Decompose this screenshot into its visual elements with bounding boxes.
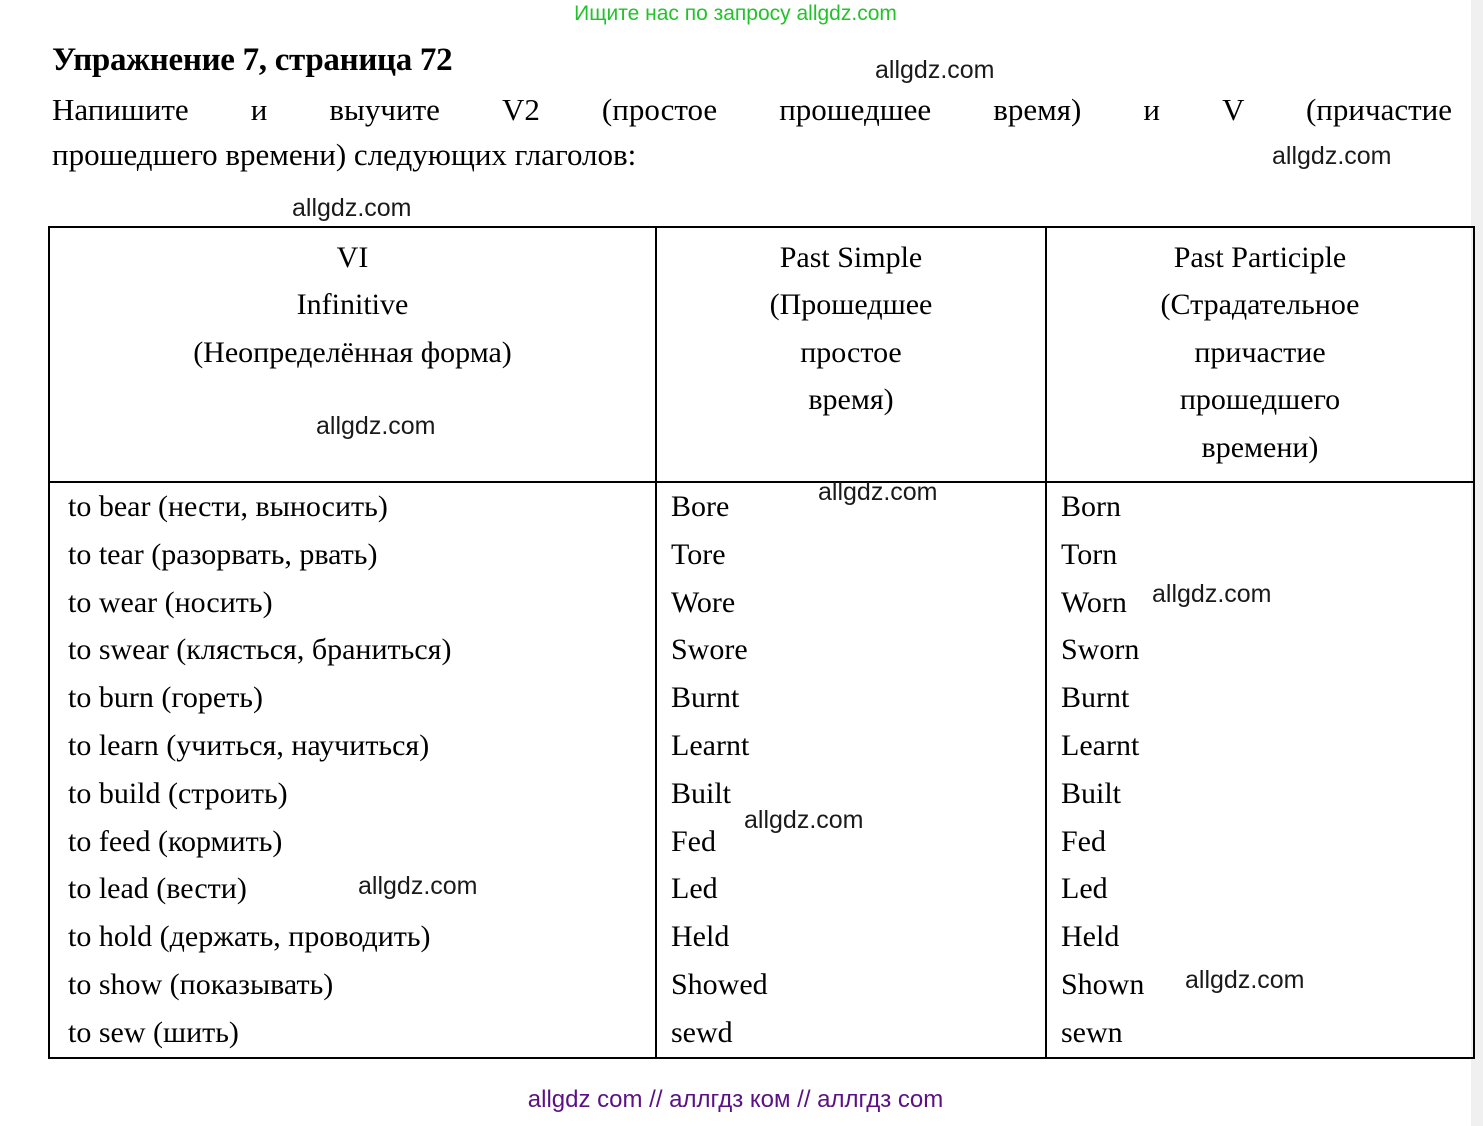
header-line: Past Participle <box>1173 241 1347 274</box>
verb-past-participle: Worn <box>1061 585 1127 619</box>
verb-past-participle: Led <box>1061 872 1108 906</box>
table-body: to bear (нести, выносить) to tear (разорв… <box>48 480 1475 1059</box>
verb-past-participle: Born <box>1061 489 1121 523</box>
verb-infinitive: to hold (держать, проводить) <box>68 920 431 954</box>
verb-past-simple: Showed <box>671 967 768 1001</box>
verb-infinitive: to sew (шить) <box>68 1015 239 1049</box>
verb-past-simple: Led <box>671 872 718 906</box>
header-line: времени) <box>1201 430 1319 464</box>
header-line: Past Simple <box>779 241 923 274</box>
table-header: VI Infinitive (Неопределённая форма) Pas… <box>48 226 1475 483</box>
verb-past-participle: Burnt <box>1061 681 1130 715</box>
verb-past-simple: Built <box>671 776 732 810</box>
verb-past-participle: sewn <box>1061 1015 1123 1049</box>
verb-past-participle: Built <box>1061 776 1122 810</box>
exercise-instructions: Напишите и выучите V2 (простое прошедшее… <box>52 88 1452 178</box>
verb-past-participle: Shown <box>1061 967 1145 1001</box>
header-line: Infinitive <box>296 288 409 322</box>
table-row: to bear (нести, выносить) to tear (разорв… <box>48 480 1475 1059</box>
verb-past-participle: Learnt <box>1061 728 1140 762</box>
column-header-infinitive: VI Infinitive (Неопределённая форма) <box>48 226 657 483</box>
irregular-verbs-table: VI Infinitive (Неопределённая форма) Pas… <box>48 226 1475 1059</box>
verb-infinitive: to feed (кормить) <box>68 824 283 858</box>
watermark: allgdz.com <box>875 56 995 84</box>
verb-past-simple: Burnt <box>671 681 740 715</box>
verb-infinitive: to show (показывать) <box>68 967 334 1001</box>
verb-past-simple: Learnt <box>671 728 750 762</box>
header-line: время) <box>808 383 894 417</box>
verb-infinitive: to lead (вести) <box>68 872 247 906</box>
instructions-line-1: Напишите и выучите V2 (простое прошедшее… <box>52 92 1452 127</box>
verb-past-simple: Fed <box>671 824 716 858</box>
header-line: причастие <box>1194 335 1326 369</box>
column-header-past-simple: Past Simple (Прошедшее простое время) <box>655 226 1047 483</box>
verb-infinitive: to learn (учиться, научиться) <box>68 728 430 762</box>
verb-infinitive: to build (строить) <box>68 776 288 810</box>
header-line: VI <box>336 241 369 274</box>
page-edge-strip <box>1471 0 1483 1126</box>
header-line: простое <box>800 335 902 369</box>
verb-past-participle: Held <box>1061 920 1120 954</box>
site-promo-banner: Ищите нас по запросу allgdz.com <box>574 2 897 25</box>
verb-infinitive: to burn (гореть) <box>68 681 263 715</box>
header-line: (Неопределённая форма) <box>193 335 512 369</box>
header-line: прошедшего <box>1179 383 1341 417</box>
verb-past-simple: sewd <box>671 1015 733 1049</box>
verb-infinitive: to bear (нести, выносить) <box>68 489 388 523</box>
verb-infinitive: to swear (клясться, браниться) <box>68 633 452 667</box>
verb-past-simple: Wore <box>671 585 736 619</box>
verb-past-simple: Bore <box>671 489 730 523</box>
column-header-past-participle: Past Participle (Страдательное причастие… <box>1045 226 1475 483</box>
verb-infinitive: to wear (носить) <box>68 585 273 619</box>
header-line: (Страдательное <box>1160 288 1360 322</box>
header-line: (Прошедшее <box>769 288 933 322</box>
footer-site-links: allgdz com // аллгдз ком // аллгдз com <box>527 1086 944 1113</box>
verb-past-simple: Tore <box>671 537 726 571</box>
verb-past-simple: Held <box>671 920 730 954</box>
instructions-line-2: прошедшего времени) следующих глаголов: <box>52 136 637 172</box>
verb-past-participle: Torn <box>1061 537 1118 571</box>
table-header-row: VI Infinitive (Неопределённая форма) Pas… <box>48 226 1475 483</box>
cell-infinitive-column: to bear (нести, выносить) to tear (разорв… <box>48 480 657 1059</box>
watermark: allgdz.com <box>292 194 412 222</box>
page-title: Упражнение 7, страница 72 <box>52 42 453 78</box>
verb-past-participle: Sworn <box>1061 633 1140 667</box>
verb-past-participle: Fed <box>1061 824 1106 858</box>
infinitive-list: to bear (нести, выносить) to tear (разорв… <box>50 483 655 1057</box>
verb-infinitive: to tear (разорвать, рвать) <box>68 537 378 571</box>
verb-past-simple: Swore <box>671 633 748 667</box>
